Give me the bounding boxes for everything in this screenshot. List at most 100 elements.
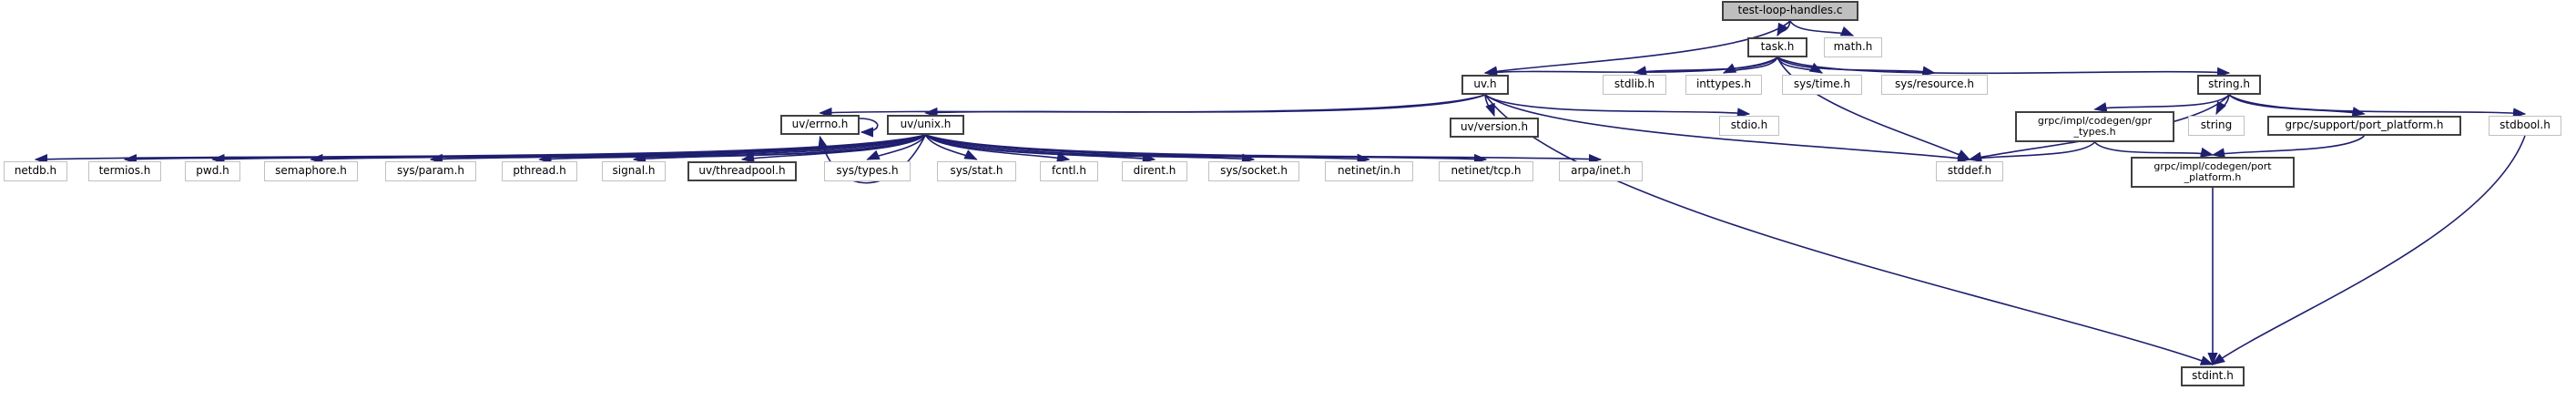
graph-edge (2093, 94, 2230, 113)
graph-node-sys-resource-h[interactable]: sys/resource.h (1881, 75, 1988, 95)
graph-node-label: sys/time.h (1793, 77, 1851, 91)
graph-node-label: stdlib.h (1614, 77, 1655, 91)
graph-edge (924, 94, 1486, 118)
graph-node-uv-unix-h[interactable]: uv/unix.h (887, 115, 964, 135)
graph-node-string[interactable]: string (2188, 116, 2245, 136)
graph-node-sys-stat-h[interactable]: sys/stat.h (937, 161, 1016, 181)
graph-node-pthread-h[interactable]: pthread.h (502, 161, 577, 181)
graph-node-netinet-tcp-h[interactable]: netinet/tcp.h (1439, 161, 1533, 181)
graph-node-sys-socket-h[interactable]: sys/socket.h (1208, 161, 1299, 181)
graph-edge (1777, 57, 1824, 74)
graph-edge (310, 134, 926, 165)
graph-edge (632, 134, 926, 164)
graph-node-label: fcntl.h (1052, 164, 1086, 178)
graph-node-uv-threadpool-h[interactable]: uv/threadpool.h (687, 161, 797, 181)
graph-node-label: netinet/in.h (1337, 164, 1401, 178)
graph-edge (925, 134, 1603, 165)
graph-edge (1789, 20, 1855, 36)
graph-node-grpc-support-port_platform-h[interactable]: grpc/support/port_platform.h (2267, 116, 2461, 136)
graph-node-label: stdbool.h (2500, 118, 2551, 132)
graph-node-label: netdb.h (14, 164, 57, 178)
graph-node-label: inttypes.h (1695, 77, 1752, 91)
graph-node-label: stdio.h (1730, 118, 1768, 132)
graph-node-uv-version-h[interactable]: uv/version.h (1450, 118, 1539, 138)
graph-node-dirent-h[interactable]: dirent.h (1122, 161, 1187, 181)
graph-edge (925, 134, 1488, 165)
graph-node-sys-param-h[interactable]: sys/param.h (385, 161, 476, 181)
graph-edge (1777, 57, 1936, 77)
graph-edge (211, 134, 926, 165)
graph-node-label: signal.h (612, 164, 656, 178)
graph-node-netdb-h[interactable]: netdb.h (4, 161, 67, 181)
graph-node-uv-h[interactable]: uv.h (1461, 75, 1509, 95)
graph-node-label: uv/version.h (1460, 120, 1529, 134)
graph-edge (2228, 94, 2366, 118)
graph-node-termios-h[interactable]: termios.h (88, 161, 161, 181)
graph-node-label: netinet/tcp.h (1451, 164, 1522, 178)
graph-node-label: grpc/impl/codegen/gpr _types.h (2037, 114, 2153, 138)
graph-node-arpa-inet-h[interactable]: arpa/inet.h (1559, 161, 1643, 181)
graph-edge (1484, 94, 1495, 118)
graph-node-label: sys/types.h (836, 164, 899, 178)
graph-node-fcntl-h[interactable]: fcntl.h (1040, 161, 1098, 181)
graph-edge (924, 134, 978, 160)
graph-node-stdbool-h[interactable]: stdbool.h (2489, 116, 2561, 136)
graph-edge (2093, 141, 2215, 158)
graph-edge (34, 134, 926, 165)
graph-node-label: sys/stat.h (950, 164, 1003, 178)
graph-node-test-loop-handles-c[interactable]: test-loop-handles.c (1722, 1, 1858, 21)
graph-node-pwd-h[interactable]: pwd.h (185, 161, 240, 181)
graph-node-stdint-h[interactable]: stdint.h (2181, 366, 2245, 386)
graph-node-label: string.h (2208, 77, 2250, 91)
graph-node-netinet-in-h[interactable]: netinet/in.h (1325, 161, 1413, 181)
graph-node-label: string (2200, 118, 2233, 132)
graph-edge (925, 134, 1156, 164)
graph-node-sys-types-h[interactable]: sys/types.h (824, 161, 911, 181)
graph-node-label: uv/threadpool.h (698, 164, 786, 178)
graph-node-math-h[interactable]: math.h (1824, 37, 1882, 57)
graph-node-grpc-impl-codegen-gpr_types-h[interactable]: grpc/impl/codegen/gpr _types.h (2015, 111, 2174, 142)
graph-edge (1968, 141, 2096, 162)
graph-node-label: grpc/impl/codegen/port _platform.h (2153, 159, 2272, 183)
graph-node-label: uv/errno.h (791, 118, 849, 131)
graph-node-label: semaphore.h (275, 164, 347, 178)
graph-edge (2211, 135, 2366, 159)
graph-node-sys-time-h[interactable]: sys/time.h (1782, 75, 1862, 95)
graph-node-label: arpa/inet.h (1571, 164, 1631, 178)
graph-node-label: pthread.h (513, 164, 566, 178)
graph-edge (1483, 20, 1791, 77)
graph-edge (925, 134, 1370, 164)
graph-node-label: uv.h (1473, 77, 1497, 91)
graph-edge (740, 134, 927, 163)
graph-node-uv-errno-h[interactable]: uv/errno.h (780, 115, 860, 135)
graph-node-stdlib-h[interactable]: stdlib.h (1603, 75, 1666, 95)
graph-node-stdio-h[interactable]: stdio.h (1719, 116, 1779, 136)
graph-node-grpc-impl-codegen-port_platform-h[interactable]: grpc/impl/codegen/port _platform.h (2131, 157, 2295, 188)
graph-node-label: dirent.h (1133, 164, 1176, 178)
graph-node-label: pwd.h (196, 164, 229, 178)
graph-node-signal-h[interactable]: signal.h (602, 161, 666, 181)
graph-node-label: sys/param.h (396, 164, 464, 178)
graph-node-stddef-h[interactable]: stddef.h (1936, 161, 2003, 181)
graph-node-task-h[interactable]: task.h (1747, 37, 1807, 57)
graph-edge (1777, 57, 2231, 77)
graph-node-label: task.h (1760, 40, 1795, 54)
graph-edge (1633, 57, 1778, 77)
graph-edge (1484, 94, 1751, 118)
graph-node-semaphore-h[interactable]: semaphore.h (264, 161, 358, 181)
graph-node-inttypes-h[interactable]: inttypes.h (1685, 75, 1762, 95)
graph-node-label: uv/unix.h (900, 118, 952, 131)
graph-edge (925, 134, 1256, 164)
graph-node-label: test-loop-handles.c (1737, 4, 1843, 17)
graph-edge (1777, 57, 1971, 160)
graph-edge (819, 94, 1486, 118)
graph-edge (1777, 20, 1791, 37)
graph-edge (859, 118, 879, 138)
graph-edge (123, 134, 926, 165)
graph-edge (1722, 57, 1778, 74)
graph-node-label: sys/resource.h (1895, 77, 1974, 91)
graph-node-string-h[interactable]: string.h (2197, 75, 2261, 95)
graph-node-label: stdint.h (2192, 369, 2234, 383)
